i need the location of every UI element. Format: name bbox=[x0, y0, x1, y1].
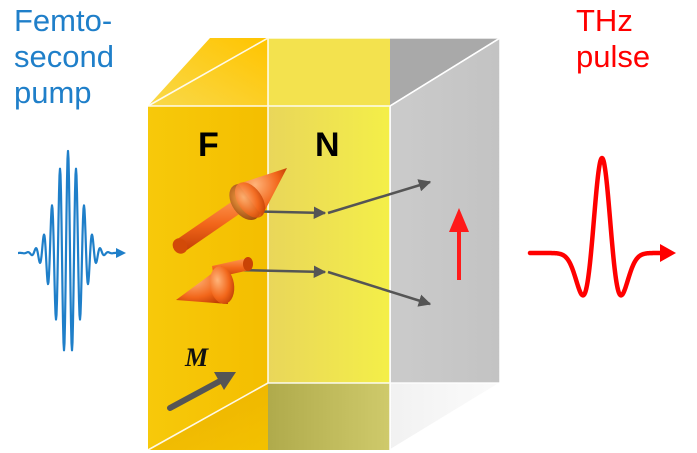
f-layer-label: F bbox=[198, 126, 219, 164]
spin-up-arrow-icon bbox=[172, 168, 287, 254]
current-arrows bbox=[235, 179, 432, 307]
pump-label-line2: second bbox=[14, 39, 114, 74]
magnetization-arrow-icon bbox=[167, 372, 236, 411]
substrate-front bbox=[389, 36, 501, 452]
thz-pulse-waveform bbox=[527, 155, 676, 298]
upper-deflected-arrow bbox=[327, 179, 432, 215]
lower-deflected-arrow bbox=[327, 270, 432, 307]
pump-arrowhead bbox=[116, 248, 126, 258]
pump-wave-path bbox=[17, 149, 119, 352]
n-layer-bottom-face bbox=[268, 383, 390, 450]
spin-down-arrow-icon bbox=[176, 257, 253, 304]
magnetization-label: M bbox=[185, 343, 209, 372]
n-layer-label: N bbox=[315, 126, 340, 164]
charge-current-arrow-icon bbox=[449, 208, 469, 280]
thz-label-line2: pulse bbox=[576, 39, 651, 74]
femtosecond-pump-wavepacket bbox=[17, 149, 126, 352]
thz-wave-path bbox=[527, 155, 665, 298]
normal-metal-layer bbox=[268, 38, 390, 450]
pump-label-line1: Femto- bbox=[14, 3, 113, 38]
n-layer-back-top bbox=[268, 38, 390, 106]
n-layer-front-face bbox=[268, 106, 390, 383]
thz-arrowhead bbox=[660, 244, 676, 262]
lower-spin-current-arrow bbox=[235, 265, 327, 278]
thz-label-line1: THz bbox=[576, 3, 633, 38]
pump-label-line3: pump bbox=[14, 75, 92, 110]
